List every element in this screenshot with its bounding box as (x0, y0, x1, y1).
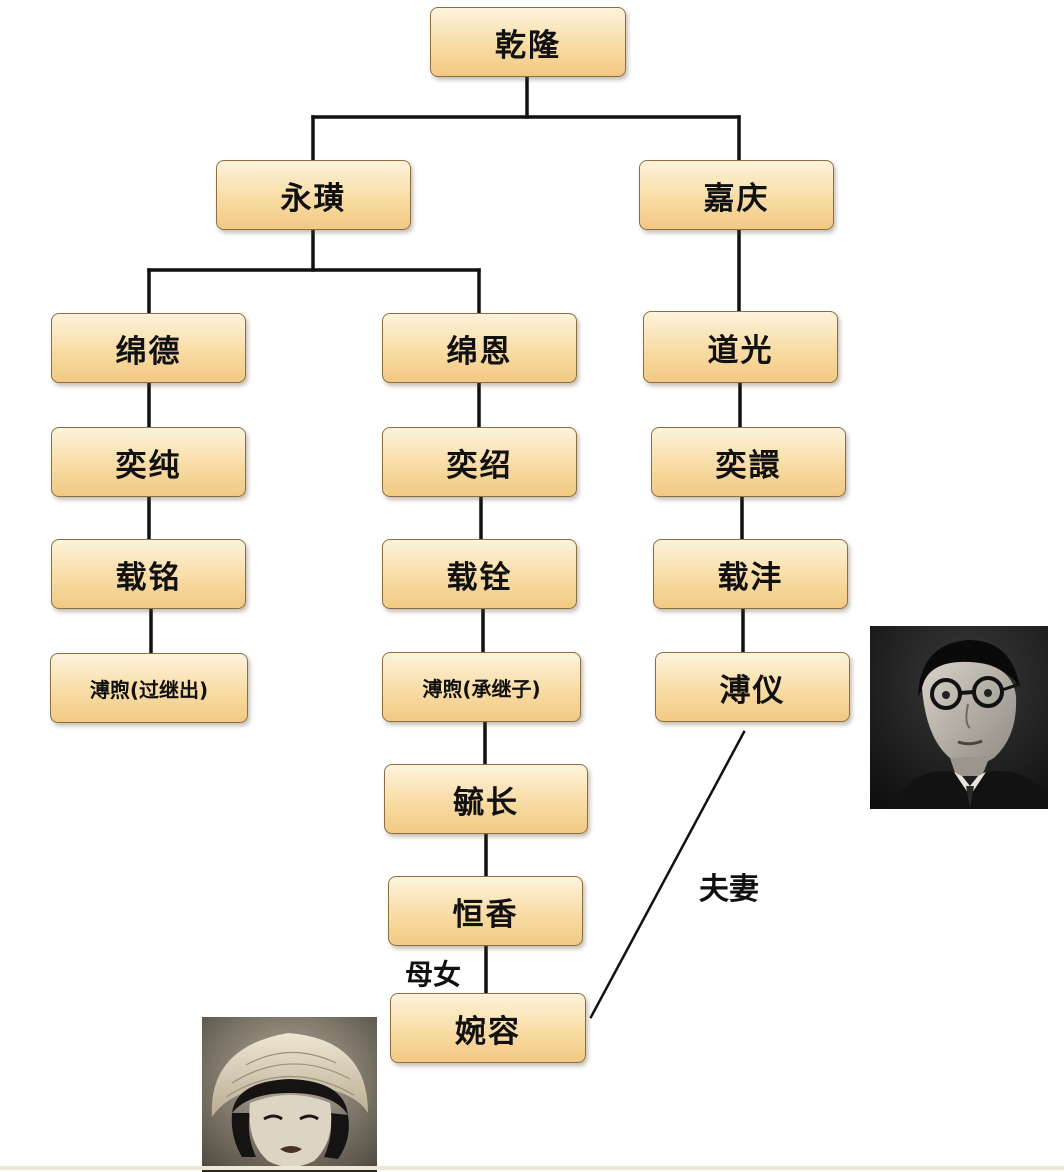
node-zaiming: 载铭 (51, 539, 246, 609)
node-rongzhang: 毓长 (384, 764, 588, 834)
puyi-portrait-photo (870, 626, 1048, 809)
node-daoguang: 道光 (643, 311, 838, 383)
node-zaiquan: 载铨 (382, 539, 577, 609)
node-jiaqing: 嘉庆 (639, 160, 834, 230)
node-hengxiang: 恒香 (388, 876, 583, 946)
bottom-divider (0, 1166, 1064, 1170)
node-miande: 绵德 (51, 313, 246, 383)
node-qianlong: 乾隆 (430, 7, 626, 77)
node-zaifeng: 载沣 (653, 539, 848, 609)
label-husband-wife: 夫妻 (699, 872, 759, 907)
node-yishao: 奕绍 (382, 427, 577, 497)
node-yichun: 奕纯 (51, 427, 246, 497)
node-puyi: 溥仪 (655, 652, 850, 722)
node-yonghuang: 永璜 (216, 160, 411, 230)
wanrong-portrait-photo (202, 1017, 377, 1172)
node-yixuan: 奕譞 (651, 427, 846, 497)
node-wanrong: 婉容 (390, 993, 586, 1063)
node-puxu-adopted-heir: 溥煦(承继子) (382, 652, 581, 722)
label-mother-daughter: 母女 (405, 958, 462, 991)
node-mianen: 绵恩 (382, 313, 577, 383)
node-puxu-adopted-out: 溥煦(过继出) (50, 653, 248, 723)
